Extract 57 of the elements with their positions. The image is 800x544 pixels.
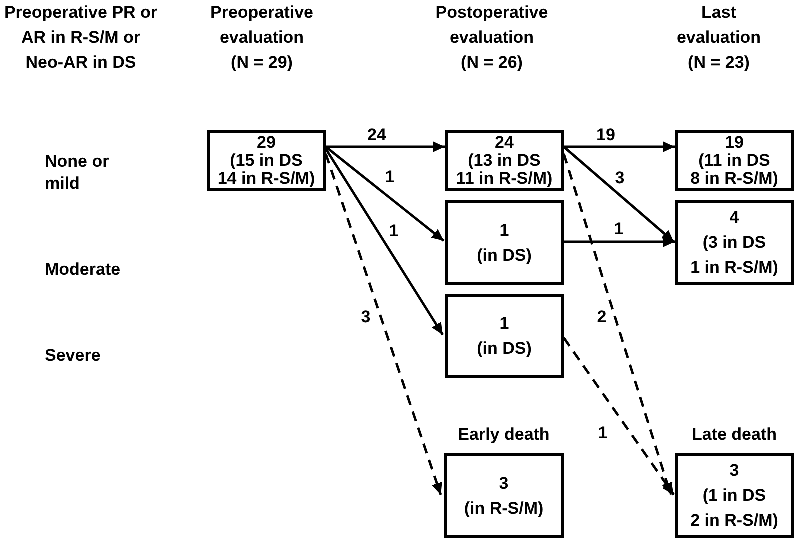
arrow (325, 146, 445, 242)
subgroup-count: (15 in DS (230, 152, 303, 170)
column-heading: Last evaluation (676, 2, 762, 49)
sample-size: (N = 29) (231, 52, 293, 74)
outcome-heading: Early death (458, 425, 550, 445)
arrow (564, 236, 675, 248)
patient-count: 3 (730, 460, 740, 482)
subgroup-count: (1 in DS (702, 485, 766, 507)
subgroup-count: (in R-S/M) (464, 498, 544, 520)
count-box (207, 130, 326, 191)
column-heading: Postoperative evaluation (436, 2, 548, 49)
subgroup-count: 2 in R-S/M) (690, 510, 778, 532)
patient-count: 1 (500, 313, 510, 335)
patient-count: 4 (730, 207, 740, 229)
dashed-arrow (562, 154, 673, 496)
row-heading: None or mild (45, 151, 110, 195)
transition-count: 2 (596, 308, 608, 326)
transition-count: 1 (613, 220, 625, 238)
arrow (326, 142, 445, 152)
arrow (324, 148, 444, 336)
column-heading: Preoperative evaluation (210, 2, 314, 49)
subgroup-count: 1 in R-S/M) (690, 257, 778, 279)
dashed-arrow (324, 154, 443, 496)
subgroup-count: (in DS) (477, 244, 532, 266)
sample-size: (N = 26) (461, 52, 523, 74)
subgroup-count: 8 in R-S/M) (690, 170, 778, 188)
sample-size: (N = 23) (688, 52, 750, 74)
transition-count: 1 (388, 222, 400, 240)
transition-count: 19 (596, 126, 616, 144)
transition-count: 3 (360, 308, 372, 326)
subgroup-count: (13 in DS (468, 152, 541, 170)
outcome-heading: Late death (692, 425, 778, 445)
count-box (675, 200, 794, 285)
transition-count: 24 (366, 126, 388, 144)
patient-count: 24 (495, 134, 514, 152)
dashed-arrow (562, 337, 676, 496)
transition-count: 1 (597, 424, 609, 442)
count-box (445, 200, 564, 285)
row-heading: Severe (45, 345, 102, 367)
patient-count: 3 (499, 472, 509, 494)
arrow (564, 142, 675, 152)
arrow (563, 146, 675, 243)
patient-count: 19 (725, 134, 744, 152)
subgroup-count: (11 in DS (698, 152, 770, 170)
subgroup-count: 11 in R-S/M) (456, 170, 553, 188)
transition-count: 1 (384, 168, 396, 186)
patient-count: 29 (257, 134, 276, 152)
subgroup-count: (3 in DS (702, 232, 766, 254)
count-box (675, 130, 794, 191)
count-box (445, 294, 564, 378)
transition-count: 3 (614, 170, 626, 186)
count-box (445, 130, 564, 191)
axis-heading: Preoperative PR or AR in R-S/M or Neo-AR in DS (3, 2, 159, 74)
row-heading: Moderate (45, 259, 122, 281)
subgroup-count: (in DS) (477, 338, 532, 360)
subgroup-count: 14 in R-S/M) (218, 170, 316, 188)
patient-count: 1 (500, 220, 510, 242)
